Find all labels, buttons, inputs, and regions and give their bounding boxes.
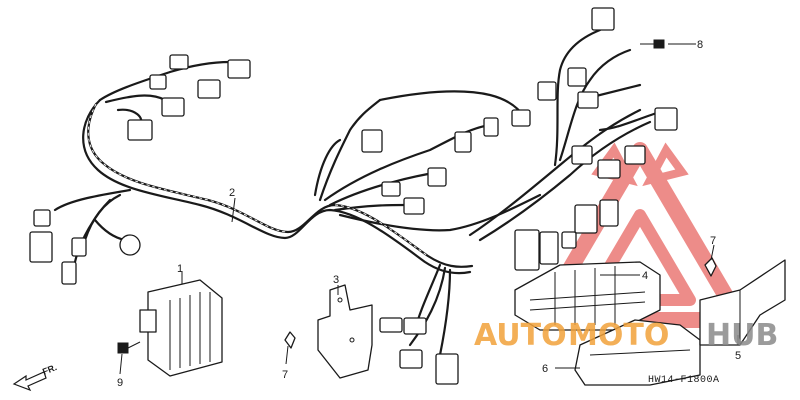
callout-7-left: 7	[282, 369, 288, 381]
callout-8: 8	[697, 39, 703, 51]
connector-plug	[539, 231, 559, 265]
connector-plug	[577, 91, 599, 109]
connector-group	[29, 7, 678, 385]
relay-bracket-part	[699, 259, 786, 346]
watermark-text: AUTO MOTO HUB	[474, 318, 778, 353]
connector-plug	[624, 145, 646, 165]
connector-plug	[454, 131, 472, 153]
connector-plug	[654, 107, 678, 131]
connector-plug	[149, 74, 167, 90]
connector-plug	[597, 159, 621, 179]
connector-plug	[591, 7, 615, 31]
connector-plug	[511, 109, 531, 127]
front-arrow-icon	[12, 371, 47, 392]
connector-plug	[399, 349, 423, 369]
callout-5: 5	[735, 350, 741, 362]
callout-2: 2	[229, 187, 235, 199]
connector-plug	[561, 231, 577, 249]
diagram-code: HW14-F1800A	[648, 375, 720, 386]
connector-plug	[197, 79, 221, 99]
watermark-right-peak	[642, 142, 689, 187]
connector-plug	[379, 317, 403, 333]
bolt-8	[640, 39, 665, 49]
main-wire-harness	[53, 28, 662, 357]
callout-numbers: 1 2 3 4 5 6 7 7 8 9	[117, 39, 741, 389]
clip-7-right	[704, 257, 717, 277]
watermark-text-hub: HUB	[706, 318, 778, 353]
callout-6: 6	[542, 363, 548, 375]
callout-1: 1	[177, 263, 183, 275]
connector-plug	[381, 181, 401, 197]
leader-lines	[119, 43, 739, 375]
connector-plug	[29, 231, 53, 263]
callout-9: 9	[117, 377, 123, 389]
connector-plug	[403, 317, 427, 335]
fuse-box-part	[514, 261, 701, 386]
connector-plug	[427, 167, 447, 187]
front-direction-label: FR.	[41, 362, 58, 377]
connector-plug	[537, 81, 557, 101]
connector-plug	[403, 197, 425, 215]
connector-grommet	[119, 234, 141, 256]
clip-7-left	[284, 331, 296, 349]
connector-plug	[169, 54, 189, 70]
connector-plug	[161, 97, 185, 117]
connector-plug	[33, 209, 51, 227]
callout-4: 4	[642, 270, 648, 282]
connector-plug	[435, 353, 459, 385]
watermark-text-auto: AUTO	[474, 318, 567, 353]
connector-plug	[483, 117, 499, 137]
regulator-rectifier-part	[139, 279, 223, 377]
connector-plug	[361, 129, 383, 153]
mounting-bracket-part	[317, 284, 373, 379]
connector-plug	[71, 237, 87, 257]
bolt-9	[117, 341, 141, 354]
connector-plug	[61, 261, 77, 285]
connector-plug	[514, 229, 540, 271]
connector-plug	[574, 204, 598, 234]
callout-7-right: 7	[710, 235, 716, 247]
connector-plug	[567, 67, 587, 87]
callout-3: 3	[333, 274, 339, 286]
connector-plug	[227, 59, 251, 79]
watermark-text-moto: MOTO	[568, 318, 669, 353]
connector-plug	[599, 199, 619, 227]
connector-plug	[127, 119, 153, 141]
connector-plug	[571, 145, 593, 165]
front-direction-indicator: FR.	[12, 362, 58, 392]
